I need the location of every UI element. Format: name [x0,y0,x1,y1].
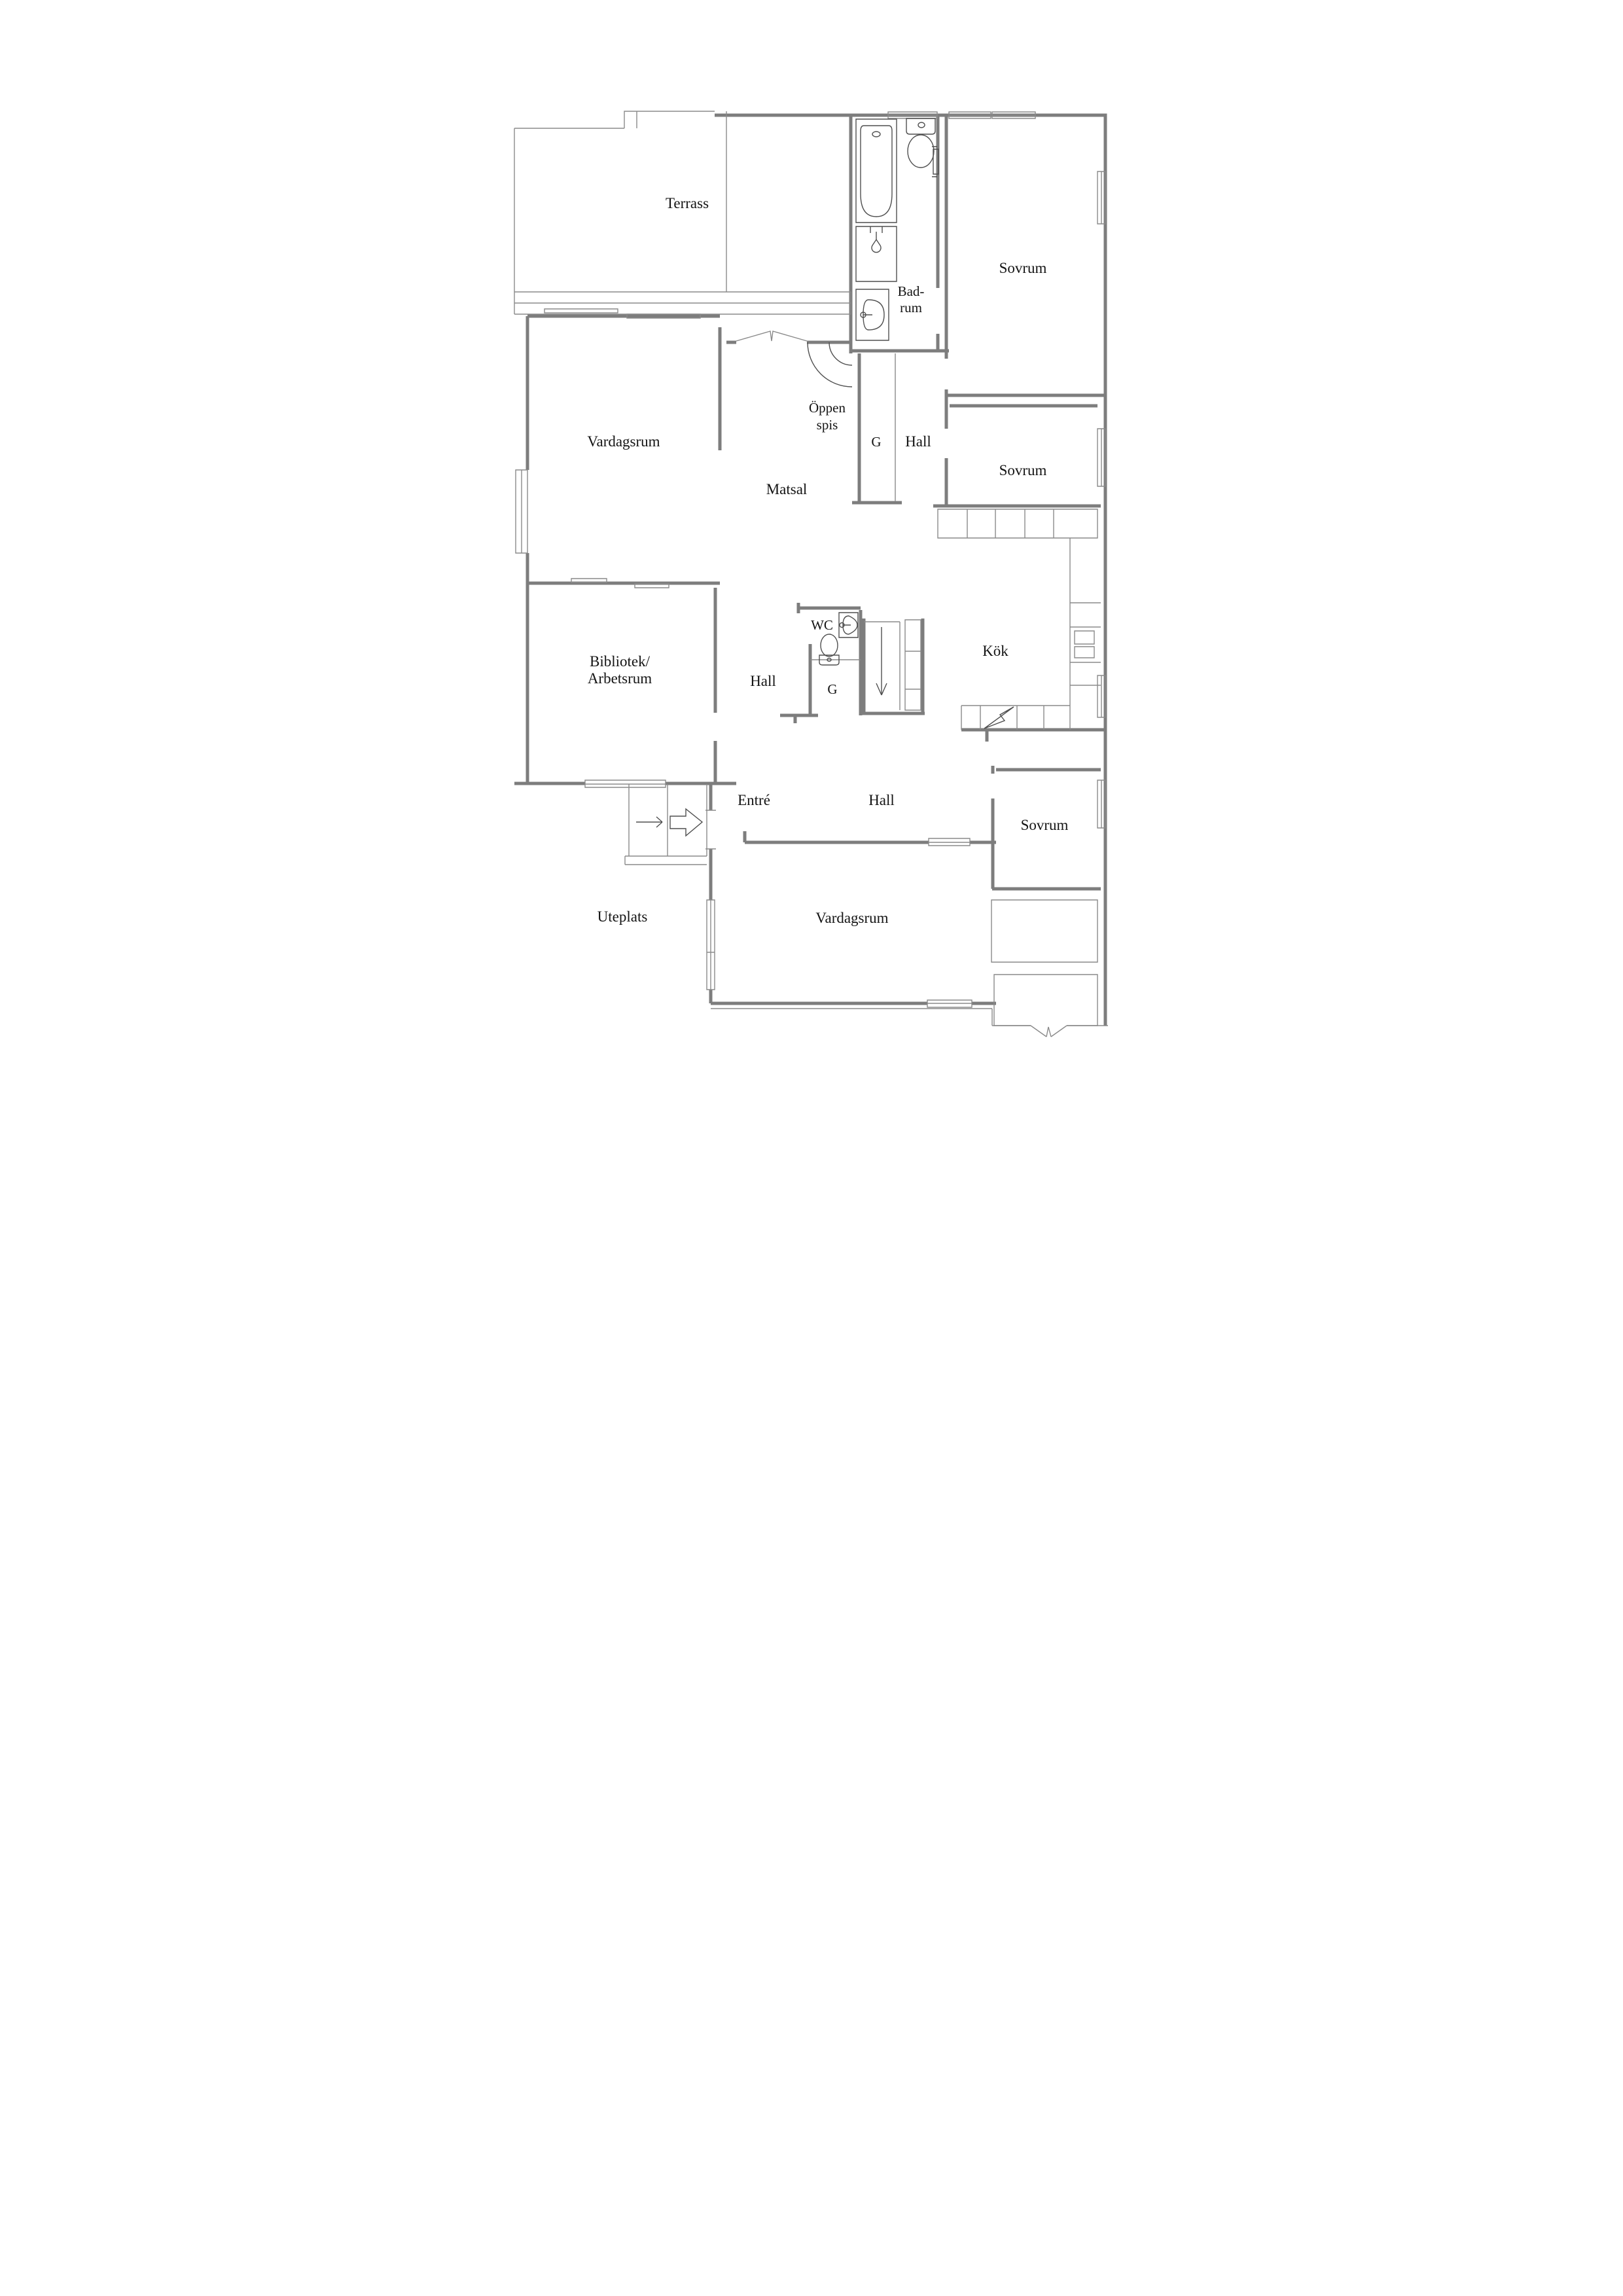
room-label-terrass: Terrass [666,195,709,211]
room-label-garderob-bottom: G [827,681,837,697]
windows-top-wall [887,111,1036,119]
washbasin-icon [863,299,885,331]
wall-garderob-strip [852,353,902,505]
room-labels: Terrass Bad- rum Sovrum Vardagsrum Öppen… [587,195,1068,926]
toilet-tank-badrum [906,118,936,135]
wall-vardagsrum-bottom [711,831,996,1005]
room-label-kok: Kök [982,643,1008,659]
wall-sovrum-bottom [991,766,1101,891]
entry-arrow-outline-icon [669,808,704,837]
storage-rooms [991,899,1098,1026]
matsal-door-swing [736,331,808,342]
windows-vardagsrum-bottom [927,838,972,1008]
wc-sink-icon [842,615,858,635]
front-door-frame [705,810,716,850]
room-label-oppen-spis-1: Öppen [809,400,846,416]
bathtub-icon [860,125,893,217]
wall-wc-stairs [780,603,925,723]
room-label-badrum-1: Bad- [898,283,925,299]
staircase-outline [864,619,921,711]
wc-sink-cabinet [838,612,859,638]
entry-arrow-thin-icon [636,816,663,828]
wall-kitchen-south [961,728,1105,742]
floor-plan-svg: Terrass Bad- rum Sovrum Vardagsrum Öppen… [514,111,1108,1037]
room-label-hall-top: Hall [905,433,931,450]
wall-vardagsrum-top [526,314,722,783]
washbasin-cabinet [855,289,889,341]
terrace-outline [514,111,727,292]
window-west-lower [706,899,715,990]
room-label-wc: WC [811,617,833,633]
room-label-uteplats: Uteplats [597,908,648,925]
floor-plan-page: Terrass Bad- rum Sovrum Vardagsrum Öppen… [406,0,1217,1148]
storage-door-swing [1030,1025,1067,1037]
windows-right-wall [1097,171,1106,829]
wardrobe-row [937,509,1098,539]
room-label-bibliotek-2: Arbetsrum [588,670,652,687]
window-west-upper [515,469,528,554]
room-label-hall-bottom: Hall [868,792,895,808]
toilet-bowl-badrum [907,134,935,168]
sliding-door-markers-bibliotek [571,578,669,588]
wc-toilet-tank [819,655,840,666]
sliding-door-markers-vardagsrum [544,308,701,319]
terrace-steps [514,291,851,315]
room-label-sovrum-top: Sovrum [999,260,1047,276]
wall-bibliotek [514,581,736,785]
fixtures [636,118,1014,837]
shower-cell [855,226,897,282]
room-label-badrum-2: rum [900,300,922,315]
kitchen-counter-south [961,705,1070,730]
window-bibliotek-south [584,780,666,788]
wall-sovrum-dividers [933,393,1105,508]
kitchen-counter-east [1069,538,1101,730]
wall-exterior-top-right [715,113,1107,1026]
room-label-matsal: Matsal [766,481,808,497]
stairs-down-arrow-icon [876,627,887,696]
radiator-icon [932,146,939,177]
walls-thick [514,113,1107,1026]
lines-thin [514,111,1108,1037]
open-fireplace-icon [807,342,853,387]
room-label-vardagsrum-bottom: Vardagsrum [815,910,888,926]
bathtub-drain-icon [872,131,881,137]
room-label-garderob-top: G [871,434,881,450]
toilet-button-badrum [918,122,925,128]
washbasin-tap-icon [860,312,866,318]
wc-sink-tap-icon [839,622,845,628]
wc-toilet-bowl [820,634,838,657]
room-label-bibliotek-1: Bibliotek/ [590,653,651,670]
bathtub-surround [855,118,897,223]
exterior-bottom-line [711,1008,1108,1026]
room-label-oppen-spis-2: spis [817,417,838,433]
entrance-steps [624,784,707,865]
shower-mixer-icon [871,238,882,253]
wc-toilet-button [827,657,832,662]
room-label-sovrum-bottom: Sovrum [1021,817,1069,833]
room-label-vardagsrum-top: Vardagsrum [587,433,660,450]
room-label-sovrum-mid: Sovrum [999,462,1047,478]
room-label-entre: Entré [738,792,770,808]
room-label-hall-mid: Hall [750,673,776,689]
stove-zigzag-icon [984,706,1014,729]
